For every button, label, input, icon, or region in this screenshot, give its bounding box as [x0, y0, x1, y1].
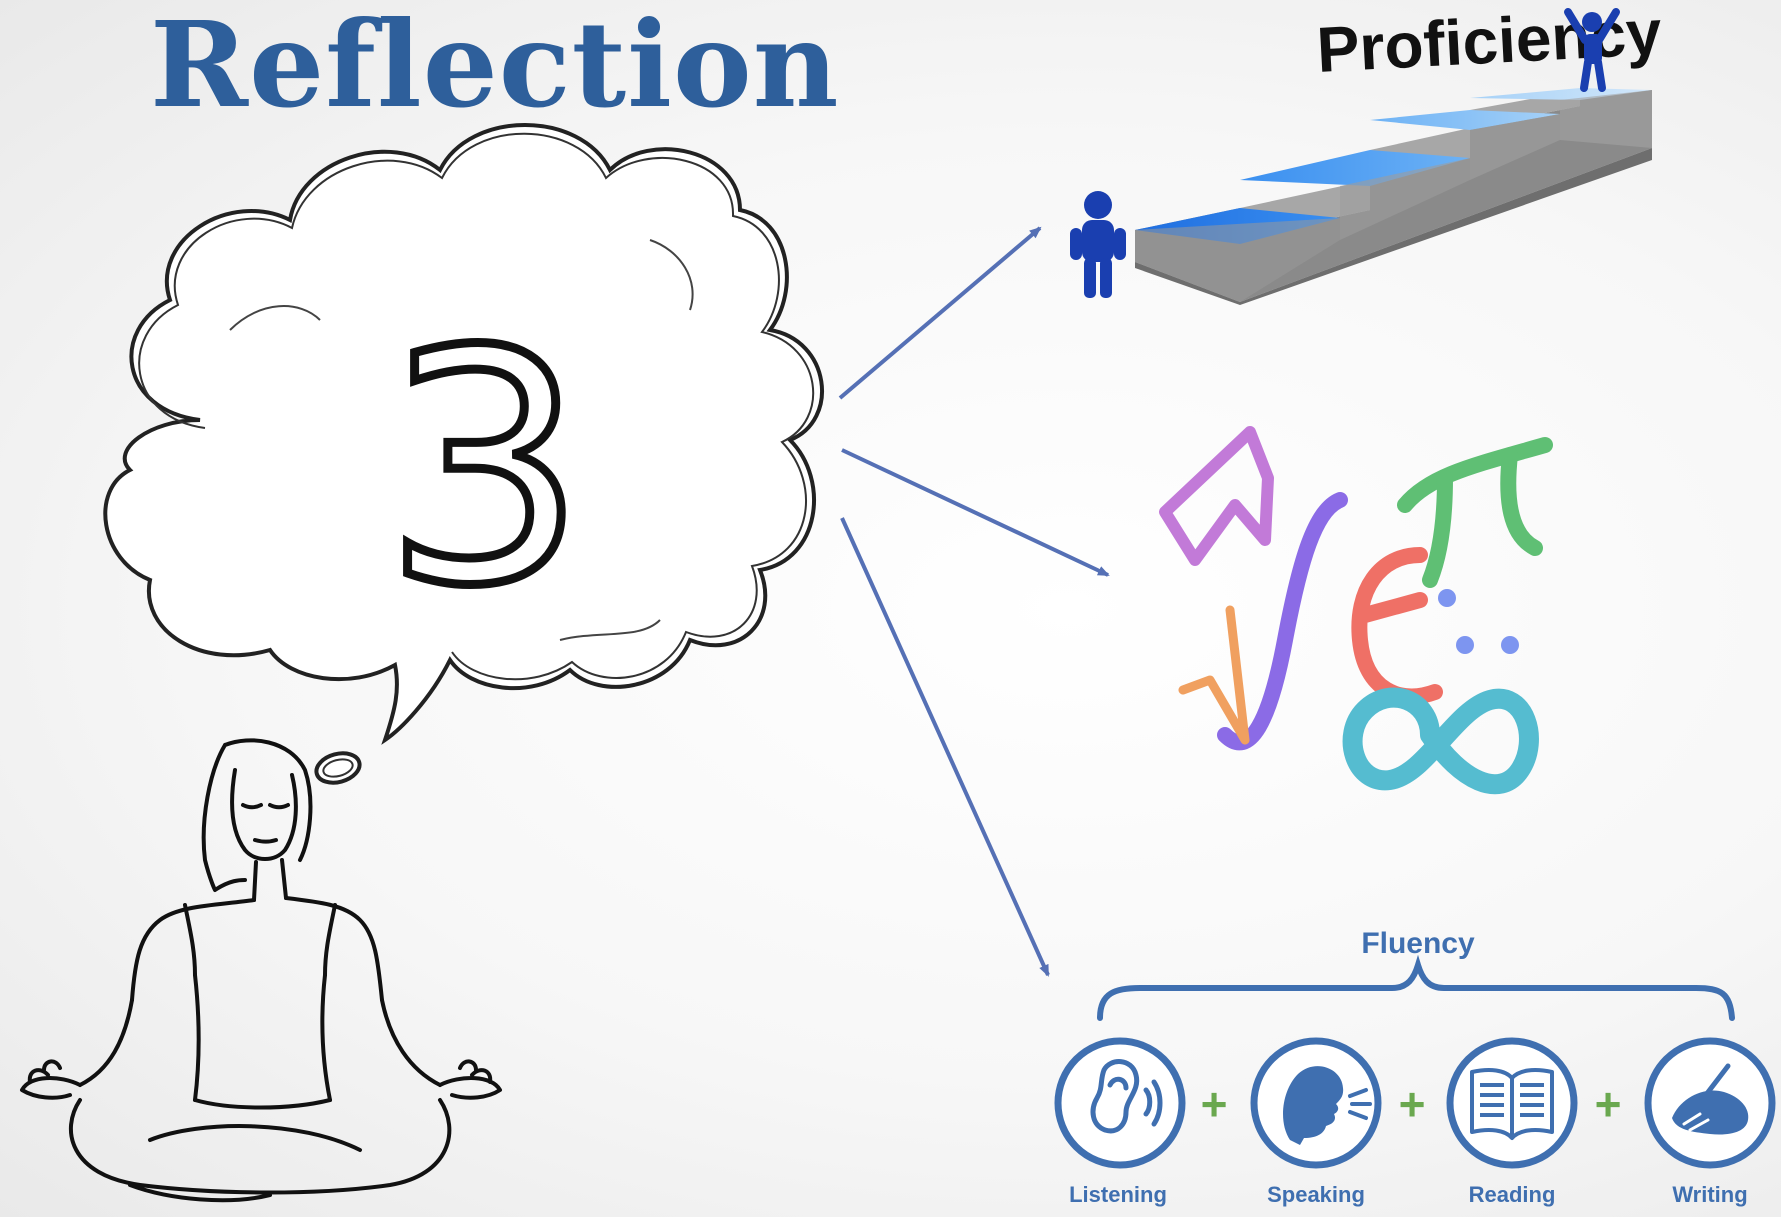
right-arm	[380, 998, 442, 1087]
math-symbols-illustration	[1159, 426, 1553, 795]
face	[230, 768, 298, 861]
ear-icon	[1090, 1059, 1163, 1134]
skill-label: Speaking	[1267, 1182, 1365, 1207]
thought-bubble-small	[314, 751, 362, 785]
dot-3	[1501, 636, 1519, 654]
person-figure-top-celebrating	[1564, 8, 1620, 92]
closed-eye-right	[268, 803, 290, 810]
fluency-title: Fluency	[1361, 927, 1475, 960]
root-symbol	[1178, 605, 1250, 745]
cloud-sketch-stroke	[138, 132, 815, 681]
arrows	[838, 226, 1110, 977]
dot-2	[1456, 636, 1474, 654]
infinity-symbol	[1342, 687, 1539, 795]
step-4	[1470, 88, 1652, 100]
thought-number: 3	[383, 284, 587, 656]
listening-skill: Listening	[1054, 1037, 1186, 1207]
right-hand	[438, 1059, 502, 1100]
cloud-inner-sketch	[229, 239, 694, 641]
speaking-head-icon	[1283, 1066, 1372, 1145]
page-title: Reflection	[150, 0, 840, 134]
pi-symbol	[1397, 437, 1553, 588]
cloud-outline	[103, 123, 825, 745]
left-hand	[20, 1059, 82, 1100]
plus-sign-1: +	[1201, 1078, 1228, 1130]
left-arm	[78, 998, 134, 1087]
plus-sign-3: +	[1595, 1078, 1622, 1130]
step-3	[1370, 110, 1560, 130]
plus-sign-2: +	[1399, 1078, 1426, 1130]
sigma-symbol	[1159, 426, 1274, 566]
crossed-legs	[68, 1098, 452, 1203]
meditating-woman-illustration	[20, 738, 502, 1203]
reading-skill: Reading	[1446, 1037, 1578, 1207]
arrow-to-proficiency	[838, 226, 1042, 400]
person-figure-bottom	[1070, 191, 1126, 298]
step-2	[1240, 150, 1470, 186]
writing-skill: Writing	[1644, 1037, 1776, 1207]
arrow-to-fluency	[840, 517, 1050, 977]
skill-label: Writing	[1672, 1182, 1747, 1207]
closed-eye-left	[241, 803, 263, 810]
torso	[130, 896, 384, 1002]
proficiency-stairs	[1135, 88, 1652, 305]
arrow-to-math	[841, 448, 1110, 577]
fluency-diagram: Fluency Listening +	[1054, 927, 1776, 1207]
open-book-icon	[1470, 1068, 1554, 1140]
speaking-skill: Speaking	[1250, 1037, 1382, 1207]
skill-label: Reading	[1469, 1182, 1556, 1207]
thought-cloud: 3	[103, 123, 825, 785]
hair	[201, 738, 313, 892]
fluency-brace	[1097, 954, 1735, 1021]
skill-label: Listening	[1069, 1182, 1167, 1207]
writing-hand-icon	[1672, 1063, 1749, 1135]
mouth	[253, 838, 278, 844]
dot-1	[1438, 589, 1456, 607]
